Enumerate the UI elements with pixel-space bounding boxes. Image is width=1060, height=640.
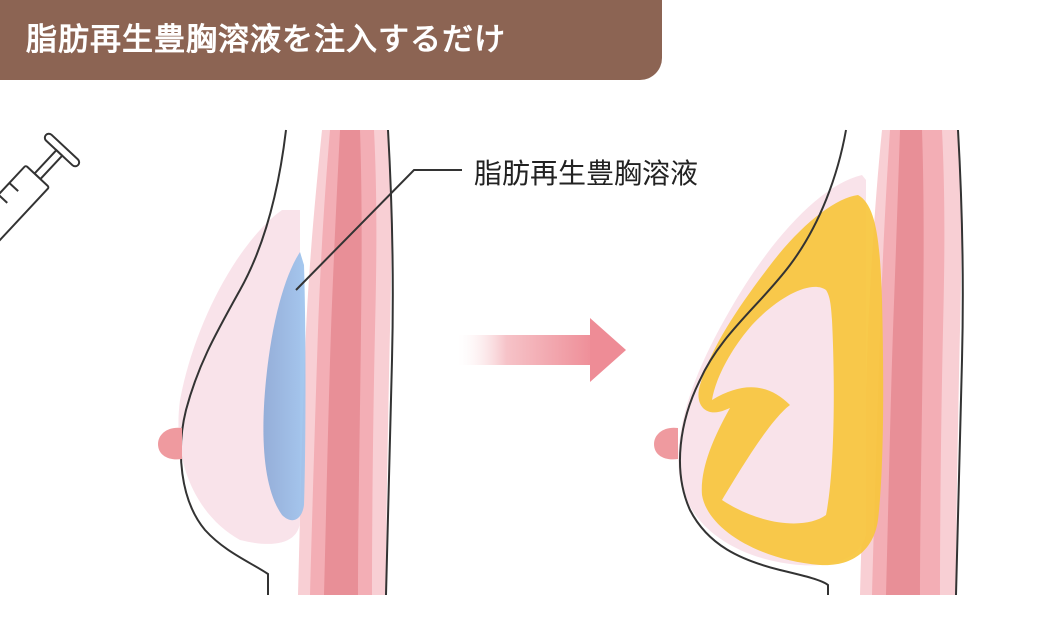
after-illustration bbox=[654, 129, 964, 596]
right-muscle-inner bbox=[886, 130, 924, 595]
left-body-outline bbox=[179, 129, 287, 595]
callout-leader-line bbox=[295, 169, 462, 291]
right-fat-layer bbox=[698, 195, 884, 566]
left-solution-layer bbox=[263, 252, 306, 521]
right-body-outline bbox=[679, 129, 847, 595]
syringe-icon bbox=[0, 132, 81, 283]
left-nipple bbox=[158, 427, 182, 460]
left-back-outline bbox=[385, 129, 394, 596]
solution-callout-label: 脂肪再生豊胸溶液 bbox=[474, 157, 699, 190]
left-muscle-inner bbox=[324, 130, 362, 595]
right-arrow-icon bbox=[458, 318, 626, 382]
right-nipple bbox=[654, 427, 678, 460]
before-illustration bbox=[0, 129, 462, 596]
page-title: 脂肪再生豊胸溶液を注入するだけ bbox=[0, 0, 662, 80]
right-back-outline bbox=[955, 129, 964, 596]
